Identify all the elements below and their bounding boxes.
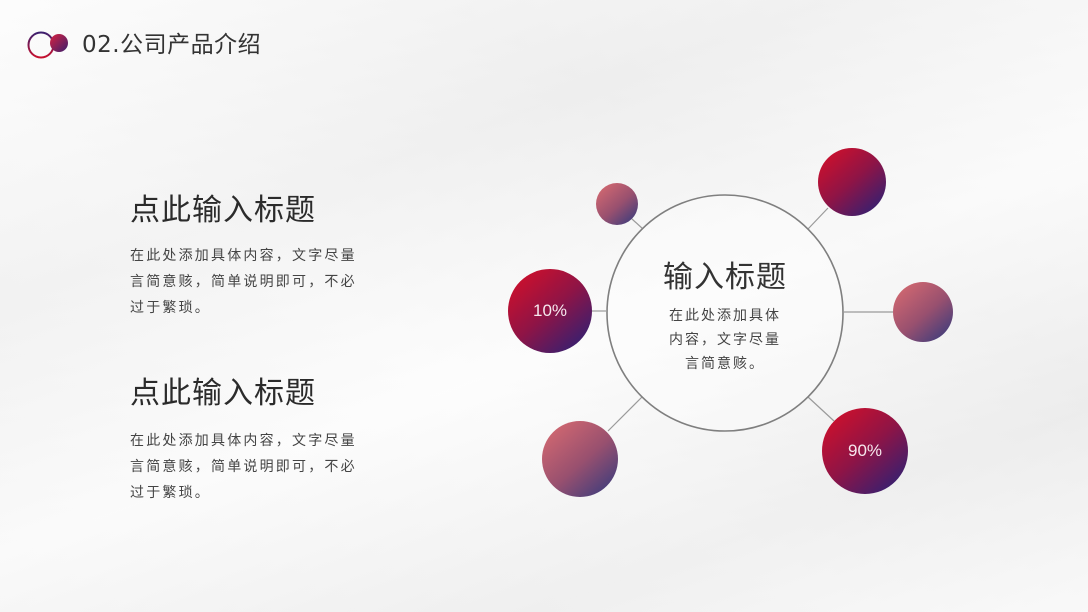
connector-line bbox=[631, 218, 644, 230]
node-bottom-left bbox=[542, 421, 618, 497]
block-2-body-line: 在此处添加具体内容，文字尽量 bbox=[130, 433, 357, 449]
logo-icon bbox=[26, 29, 72, 63]
center-body-line: 内容，文字尽量 bbox=[669, 332, 781, 348]
center-body-line: 在此处添加具体 bbox=[669, 308, 781, 324]
connector-line bbox=[807, 207, 829, 230]
node-top-right bbox=[818, 148, 886, 216]
block-1-body: 在此处添加具体内容，文字尽量 言简意赅，简单说明即可，不必 过于繁琐。 bbox=[130, 243, 402, 321]
center-body-line: 言简意赅。 bbox=[685, 356, 765, 372]
node-left bbox=[508, 269, 592, 353]
block-1-body-line: 言简意赅，简单说明即可，不必 bbox=[130, 274, 357, 290]
center-body: 在此处添加具体 内容，文字尽量 言简意赅。 bbox=[648, 304, 802, 376]
block-2-body-line: 过于繁琐。 bbox=[130, 485, 211, 501]
block-2-body: 在此处添加具体内容，文字尽量 言简意赅，简单说明即可，不必 过于繁琐。 bbox=[130, 428, 402, 506]
page-title: 02.公司产品介绍 bbox=[82, 32, 262, 58]
node-bottom-right-label: 90% bbox=[847, 441, 883, 460]
connector-line bbox=[607, 396, 643, 432]
block-2-body-line: 言简意赅，简单说明即可，不必 bbox=[130, 459, 357, 475]
node-bottom-right bbox=[822, 408, 908, 494]
node-left-label: 10% bbox=[532, 301, 568, 320]
node-right bbox=[893, 282, 953, 342]
block-1-body-line: 过于繁琐。 bbox=[130, 300, 211, 316]
block-2-title: 点此输入标题 bbox=[130, 376, 316, 411]
block-1-title: 点此输入标题 bbox=[130, 193, 316, 228]
node-top-left bbox=[596, 183, 638, 225]
center-circle bbox=[606, 194, 844, 432]
block-1-body-line: 在此处添加具体内容，文字尽量 bbox=[130, 248, 357, 264]
center-title: 输入标题 bbox=[663, 260, 787, 295]
connector-line bbox=[807, 396, 835, 422]
